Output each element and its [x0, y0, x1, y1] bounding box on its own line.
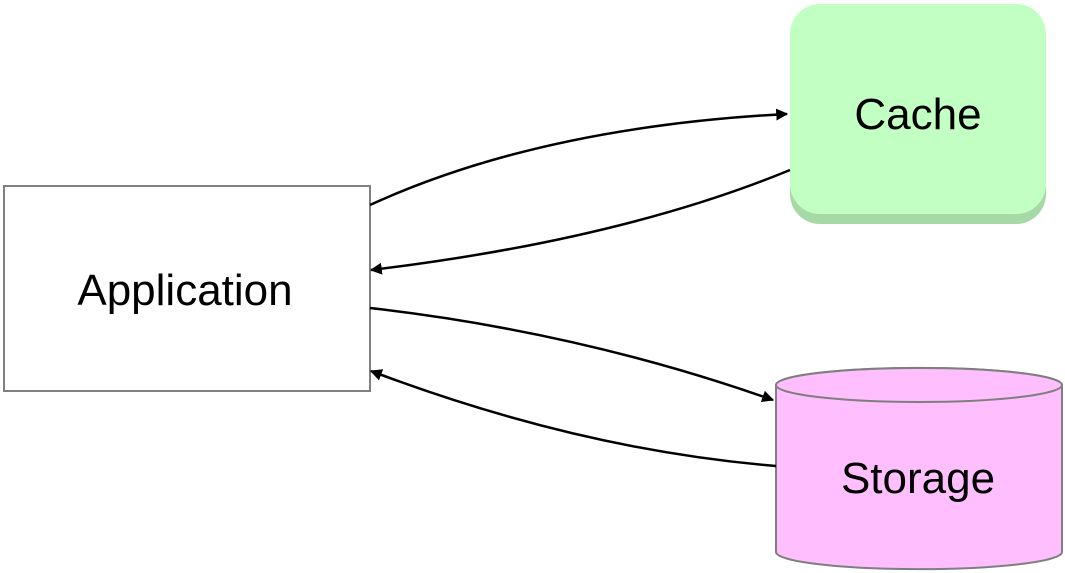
storage-node[interactable]: Storage — [775, 366, 1063, 571]
storage-cylinder-top — [775, 367, 1063, 403]
cache-label: Cache — [854, 90, 981, 139]
application-box — [3, 185, 371, 392]
arrow-cache-to-application — [369, 168, 791, 275]
cache-node[interactable]: Cache — [790, 4, 1046, 224]
cache-box — [790, 4, 1046, 214]
application-node[interactable]: Application — [3, 185, 371, 392]
arrow-storage-to-application — [369, 369, 777, 468]
arrow-application-to-storage — [369, 306, 775, 403]
storage-label: Storage — [841, 454, 995, 503]
application-label: Application — [77, 266, 292, 315]
arrow-application-to-cache — [369, 108, 789, 207]
